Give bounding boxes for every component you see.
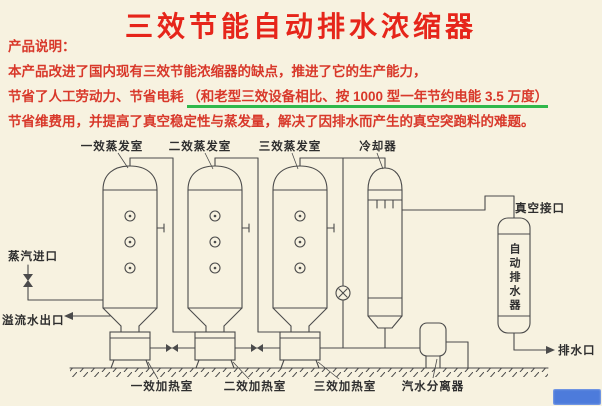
ground-line [69,367,549,377]
pipe-valve-icon [251,344,257,352]
evaporator-1-vessel [102,157,165,369]
pipe-valve-icon [166,344,172,352]
description-line-1: 本产品改进了国内现有三效节能浓缩器的缺点，推进了它的生产能力， [8,64,427,79]
equipment-diagram: 一效蒸发室 二效蒸发室 三效蒸发室 冷却器 真空接口 蒸汽进口 溢流水出口 排水… [2,139,596,393]
label-heater-2: 二效加热室 [224,379,287,393]
watermark-badge [553,389,601,405]
page-title: 三效节能自动排水浓缩器 [124,11,477,42]
label-heater-1: 一效加热室 [131,379,194,393]
drain-arrow-icon [546,346,555,354]
label-drain-outlet: 排水口 [558,343,596,357]
piping [27,157,515,349]
overflow-arrow-icon [64,312,73,320]
label-steam-inlet: 蒸汽进口 [8,249,58,263]
product-description: 产品说明： 本产品改进了国内现有三效节能浓缩器的缺点，推进了它的生产能力， 节省… [8,38,600,138]
label-overflow-outlet: 溢流水出口 [2,313,65,327]
label-evaporator-1: 一效蒸发室 [81,139,144,153]
label-cooler: 冷却器 [359,139,397,153]
description-heading: 产品说明： [8,39,76,54]
description-line-3: 节省维费用，并提高了真空稳定性与蒸发量，解决了因排水而产生的真空突跑料的难题。 [8,114,535,129]
description-line-2-text: 节省了人工劳动力、节省电耗 [8,89,188,104]
description-line-2-highlight: （和老型三效设备相比、按 1000 型一年节约电能 3.5 万度） [187,89,549,108]
label-separator: 汽水分离器 [402,379,465,393]
steam-valve-icon [23,274,33,281]
evaporator-2-vessel [187,157,250,369]
valves-and-arrows [23,214,555,354]
diagram-labels: 一效蒸发室 二效蒸发室 三效蒸发室 冷却器 真空接口 蒸汽进口 溢流水出口 排水… [2,139,596,393]
separator-vessel [419,322,469,369]
label-auto-drainer: 自动排水器 [508,243,520,313]
leader-lines [117,152,438,380]
cooler-vessel [367,157,403,349]
evaporator-3-vessel [272,157,335,369]
label-heater-3: 三效加热室 [314,379,377,393]
label-evaporator-2: 二效蒸发室 [169,139,232,153]
description-line-2: 节省了人工劳动力、节省电耗 （和老型三效设备相比、按 1000 型一年节约电能 … [8,88,600,108]
label-evaporator-3: 三效蒸发室 [259,139,322,153]
label-vacuum-port: 真空接口 [515,201,565,215]
